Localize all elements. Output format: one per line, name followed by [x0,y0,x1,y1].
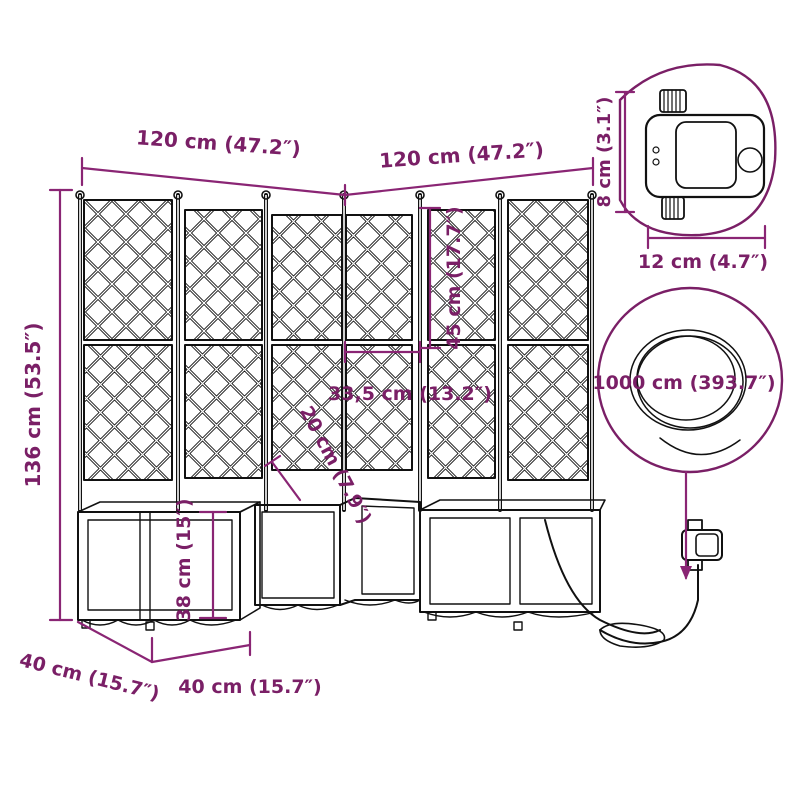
trellis-frame [427,344,496,479]
trellis-lattice-inner [346,215,412,340]
dimension-labels: 120 cm (47.2″) 120 cm (47.2″) 136 cm (53… [17,97,775,706]
planter-boxes [77,497,606,631]
trellis-panels [75,190,597,512]
depth-front-label: 40 cm (15.7″) [178,676,321,698]
trellis-post-cap [415,190,425,200]
timer-width-label: 12 cm (4.7″) [638,251,768,273]
trellis-frame [83,344,173,481]
timer-height-label: 8 cm (3.1″) [594,97,615,208]
water-timer-icon [618,63,777,237]
hose-length-label: 1000 cm (393.7″) [592,372,775,394]
trellis-frame [507,199,589,341]
trellis-lattice-inner [84,200,172,340]
trellis-lattice-inner [272,215,342,340]
box-height-label: 38 cm (15″) [173,498,195,621]
depth-left-label: 40 cm (15.7″) [17,649,162,705]
trellis-lattice-inner [272,345,342,470]
trellis-post-cap [261,190,271,200]
trellis-lattice-inner [346,345,412,470]
water-timer-small-icon [681,519,723,571]
grid-width-label: 33,5 cm (13.2″) [328,383,492,405]
trellis-post-cap [495,190,505,200]
trellis-lattice-inner [185,210,262,340]
trellis-lattice-inner [84,345,172,480]
trellis-post-cap [587,190,597,200]
hose-coil-icon [596,286,784,580]
trellis-lattice-inner [428,345,495,478]
trellis-post-cap [173,190,183,200]
trellis-lattice-inner [185,345,262,478]
trellis-frame [184,344,263,479]
width-right-label: 120 cm (47.2″) [378,137,544,172]
dimension-lines [48,90,767,664]
trellis-frame [83,199,173,341]
height-total-label: 136 cm (53.5″) [21,323,45,488]
trellis-frame [507,344,589,481]
trellis-lattice-inner [508,200,588,340]
hose-pipes [544,519,699,648]
trellis-lattice-inner [508,345,588,480]
trellis-frame [427,209,496,341]
width-left-label: 120 cm (47.2″) [135,125,301,160]
trellis-lattice-inner [428,210,495,340]
grid-height-label: 45 cm (17.7″) [443,206,465,349]
trellis-post-cap [75,190,85,200]
trellis-frame [184,209,263,341]
